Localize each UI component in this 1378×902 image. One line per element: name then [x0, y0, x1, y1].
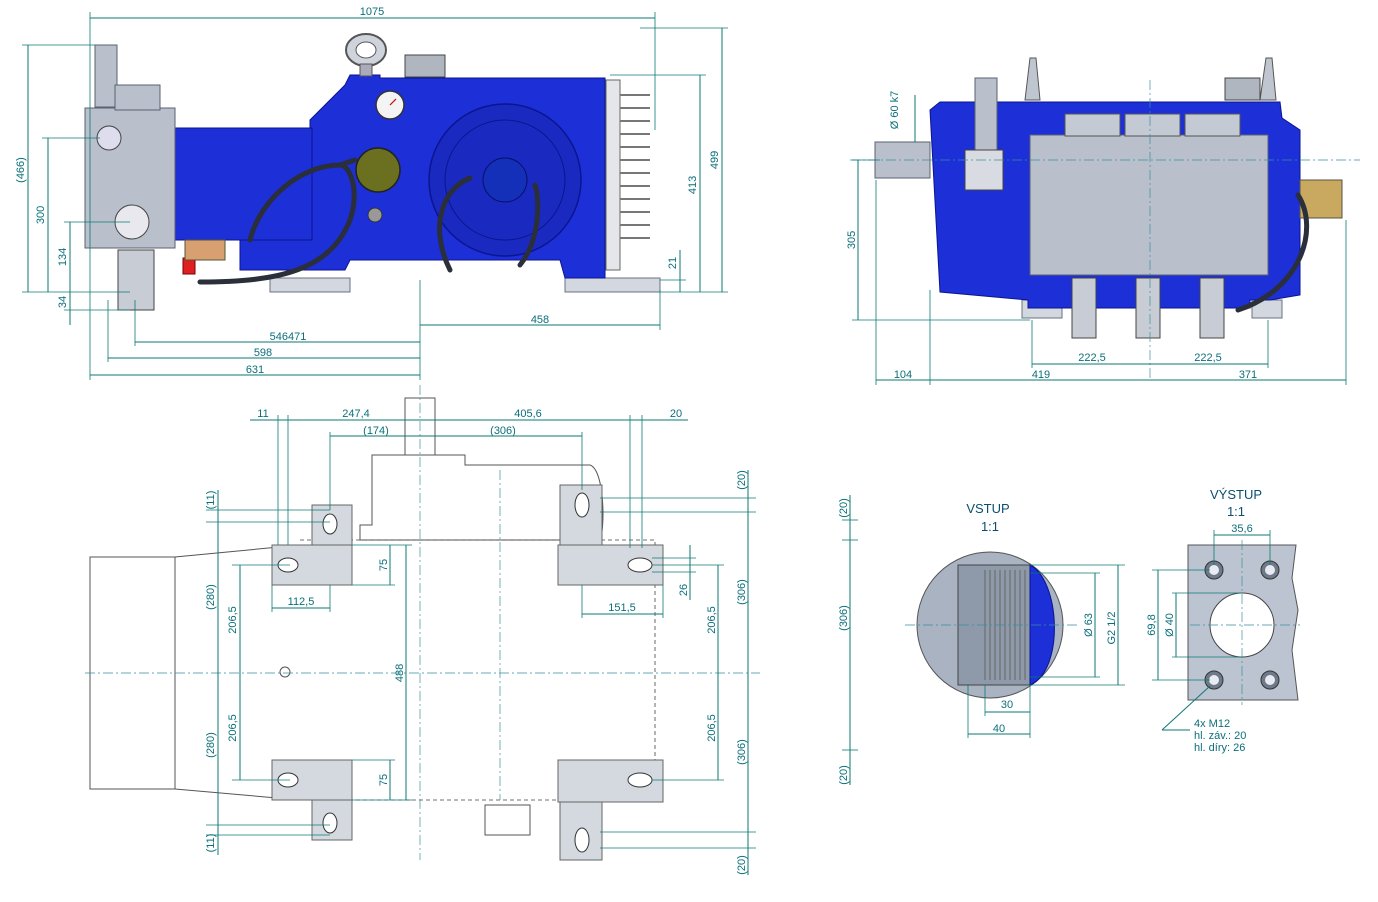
dim-length-546471: 546471: [270, 331, 307, 343]
dim-outlet-pitch-y: 69,8: [1146, 614, 1158, 635]
end-view: Ø 60 k7 305 104 419 371 222,5 222,5: [846, 57, 1360, 385]
dim-plan-280-upper: (280): [205, 584, 217, 610]
dim-outlet-bore: Ø 40: [1164, 613, 1176, 637]
dim-plan-20: 20: [670, 408, 682, 420]
dim-height-21: 21: [667, 257, 679, 269]
plan-view: 11 247,4 405,6 20 (174) (306) (11) (280)…: [85, 385, 760, 875]
dim-inlet-thread: G2 1/2: [1106, 611, 1118, 644]
dim-plan-75-upper: 75: [378, 559, 390, 571]
dim-height-134: 134: [57, 248, 69, 266]
dim-pitch-right: 222,5: [1194, 352, 1222, 364]
dim-height-34: 34: [57, 296, 69, 308]
dim-length-598: 598: [254, 347, 272, 359]
dim-plan-1125: 112,5: [288, 596, 315, 608]
dim-total-height: (466): [15, 157, 27, 183]
dim-fragment-top: (20): [838, 498, 850, 518]
dim-plan-26: 26: [678, 584, 690, 596]
outlet-scale: 1:1: [1227, 504, 1245, 519]
inlet-scale: 1:1: [981, 519, 999, 534]
outlet-note-line2: hl. záv.: 20: [1194, 730, 1246, 742]
dim-plan-11: 11: [257, 408, 268, 420]
dim-width-419: 419: [1032, 369, 1050, 381]
dim-fragment-mid: (306): [838, 605, 850, 631]
outlet-note-line3: hl. díry: 26: [1194, 742, 1245, 754]
dim-width-371: 371: [1239, 369, 1257, 381]
dim-inlet-dia63: Ø 63: [1083, 613, 1095, 637]
inlet-title: VSTUP: [966, 501, 1009, 516]
dim-plan-20-upper: (20): [736, 470, 748, 490]
fragment-dims: (20) (306) (20): [838, 495, 858, 785]
dim-offset-104: 104: [894, 369, 912, 381]
dim-shaft-height: 305: [846, 231, 858, 249]
dim-plan-75-lower: 75: [378, 774, 390, 786]
side-view: 1075 (466) 300 134 34 499 413 21 458 546…: [15, 6, 728, 380]
dim-height-413: 413: [687, 176, 699, 194]
dim-plan-1515: 151,5: [608, 602, 636, 614]
dim-plan-2065-a: 206,5: [227, 606, 239, 634]
dim-plan-306-right-lower: (306): [736, 739, 748, 765]
dim-fragment-bottom: (20): [838, 765, 850, 785]
dim-plan-280-lower: (280): [205, 732, 217, 758]
outlet-note-line1: 4x M12: [1194, 718, 1230, 730]
dim-shaft-diameter: Ø 60 k7: [889, 91, 901, 130]
outlet-detail: VÝSTUP 1:1 35,6 69,8 Ø 40 4x M12 hl. záv…: [1146, 487, 1300, 754]
dim-plan-2065-c: 206,5: [706, 606, 718, 634]
dim-pitch-left: 222,5: [1078, 352, 1106, 364]
outlet-title: VÝSTUP: [1210, 487, 1262, 502]
dim-plan-306: (306): [490, 425, 516, 437]
dim-length-631: 631: [246, 364, 264, 376]
dim-inlet-depth30: 30: [1001, 699, 1013, 711]
dim-plan-488: 488: [394, 664, 406, 682]
dim-plan-20-lower: (20): [736, 855, 748, 875]
dim-plan-2065-d: 206,5: [706, 714, 718, 742]
dim-plan-405: 405,6: [514, 408, 542, 420]
dim-plan-174: (174): [363, 425, 389, 437]
dim-length-458: 458: [531, 314, 549, 326]
dim-outlet-pitch-x: 35,6: [1231, 523, 1252, 535]
inlet-detail: VSTUP 1:1 Ø 63 G2 1/2 30 40: [905, 501, 1125, 738]
dim-plan-11-lower: (11): [205, 834, 217, 853]
dim-plan-306-right-upper: (306): [736, 579, 748, 605]
dim-height-300: 300: [35, 206, 47, 224]
dim-plan-247: 247,4: [342, 408, 370, 420]
dim-plan-11-upper: (11): [205, 491, 217, 510]
dim-height-499: 499: [709, 151, 721, 169]
dim-inlet-width40: 40: [993, 723, 1005, 735]
dim-overall-length: 1075: [360, 6, 384, 18]
dim-plan-2065-b: 206,5: [227, 714, 239, 742]
